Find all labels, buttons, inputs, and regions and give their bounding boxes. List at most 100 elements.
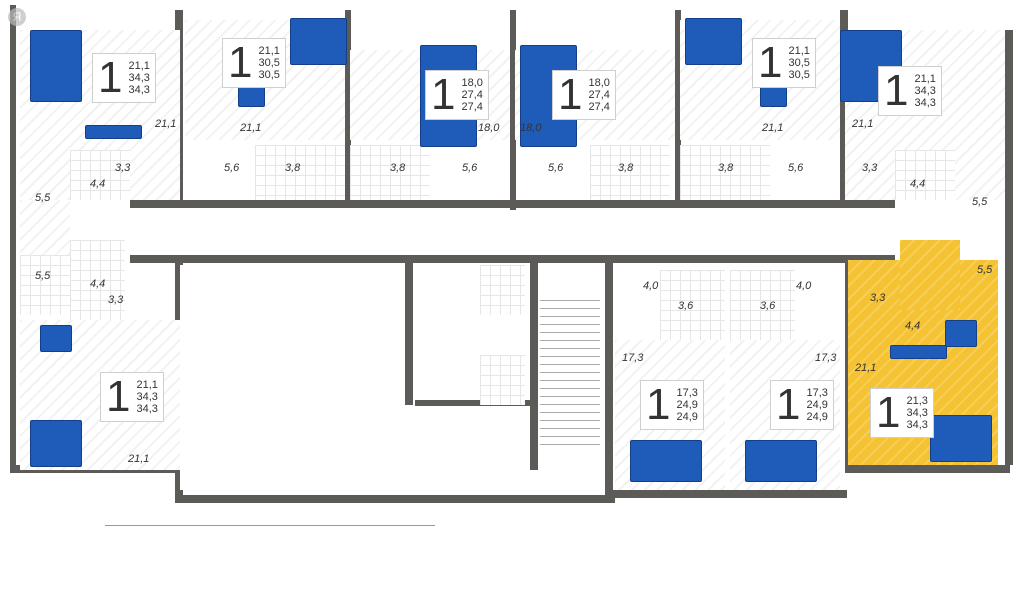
- room-area-label: 5,5: [977, 264, 993, 276]
- room-area-label: 3,3: [870, 292, 886, 304]
- total2-area: 24,9: [676, 411, 698, 423]
- living-area: 18,0: [588, 77, 610, 89]
- room-area-label: 21,1: [155, 118, 177, 130]
- wall-segment: [10, 5, 16, 470]
- total-area: 34,3: [128, 72, 150, 84]
- room-area-label: 4,4: [90, 278, 106, 290]
- wall-segment: [605, 255, 613, 495]
- furniture: [685, 18, 742, 65]
- wall-segment: [612, 490, 847, 498]
- bathroom: [730, 270, 795, 340]
- room-area-label: 4,0: [796, 280, 812, 292]
- living-area: 21,1: [128, 60, 150, 72]
- bathroom: [680, 145, 770, 200]
- bathroom: [70, 150, 130, 200]
- room-area-label: 3,8: [618, 162, 634, 174]
- room-count: 1: [431, 70, 456, 119]
- total-area: 24,9: [806, 399, 828, 411]
- wall-segment: [840, 10, 848, 200]
- total-area: 24,9: [676, 399, 698, 411]
- living-room: [20, 200, 70, 260]
- wall-segment: [845, 465, 1010, 473]
- room-area-label: 21,1: [128, 453, 150, 465]
- room-area-label: 5,6: [462, 162, 478, 174]
- room-area-label: 18,0: [520, 122, 542, 134]
- room-area-label: 4,0: [643, 280, 659, 292]
- room-area-label: 3,6: [760, 300, 776, 312]
- room-area-label: 3,8: [285, 162, 301, 174]
- room-count: 1: [758, 38, 783, 87]
- room-area-label: 4,4: [905, 320, 921, 332]
- furniture: [945, 320, 977, 347]
- total2-area: 34,3: [914, 97, 936, 109]
- room-area-label: 4,4: [910, 178, 926, 190]
- bathroom: [20, 255, 70, 315]
- room-area-label: 4,4: [90, 178, 106, 190]
- wall-segment: [130, 255, 895, 263]
- furniture: [890, 345, 947, 359]
- total-area: 34,3: [914, 85, 936, 97]
- wall-segment: [415, 400, 530, 406]
- room-area-label: 5,6: [548, 162, 564, 174]
- wall-segment: [1005, 30, 1013, 465]
- living-area: 17,3: [806, 387, 828, 399]
- furniture: [290, 18, 347, 65]
- room-area-label: 5,5: [972, 196, 988, 208]
- room-count: 1: [884, 66, 909, 115]
- room-area-label: 5,6: [788, 162, 804, 174]
- living-area: 21,3: [906, 395, 928, 407]
- furniture: [85, 125, 142, 139]
- wall-segment: [530, 255, 538, 470]
- furniture: [30, 30, 82, 102]
- room-area-label: 17,3: [622, 352, 644, 364]
- total2-area: 34,3: [128, 84, 150, 96]
- room-count: 1: [876, 388, 901, 437]
- total2-area: 27,4: [588, 101, 610, 113]
- room-count: 1: [228, 38, 253, 87]
- living-area: 21,1: [914, 73, 936, 85]
- room-count: 1: [646, 380, 671, 429]
- wall-segment: [675, 10, 681, 205]
- room-area-label: 3,3: [862, 162, 878, 174]
- room-area-label: 21,1: [855, 362, 877, 374]
- bathroom: [590, 145, 670, 200]
- total2-area: 34,3: [906, 419, 928, 431]
- elevator-shaft: [480, 355, 525, 405]
- room-area-label: 3,3: [108, 294, 124, 306]
- room-area-label: 5,5: [35, 192, 51, 204]
- furniture: [745, 440, 817, 482]
- furniture: [930, 415, 992, 462]
- bathroom: [350, 145, 430, 200]
- total-area: 27,4: [461, 89, 483, 101]
- wall-segment: [130, 200, 895, 208]
- bathroom: [70, 240, 125, 320]
- bathroom: [660, 270, 725, 340]
- wall-segment: [175, 495, 615, 503]
- room-area-label: 17,3: [815, 352, 837, 364]
- entrance-ramp: [105, 525, 435, 606]
- living-area: 17,3: [676, 387, 698, 399]
- bathroom: [895, 150, 955, 200]
- room-count: 1: [98, 53, 123, 102]
- room-area-label: 21,1: [762, 122, 784, 134]
- room-area-label: 3,6: [678, 300, 694, 312]
- total-area: 27,4: [588, 89, 610, 101]
- room-area-label: 21,1: [852, 118, 874, 130]
- total-area: 34,3: [136, 391, 158, 403]
- room-area-label: 18,0: [478, 122, 500, 134]
- bathroom: [255, 145, 345, 200]
- room-count: 1: [558, 70, 583, 119]
- staircase: [540, 300, 600, 450]
